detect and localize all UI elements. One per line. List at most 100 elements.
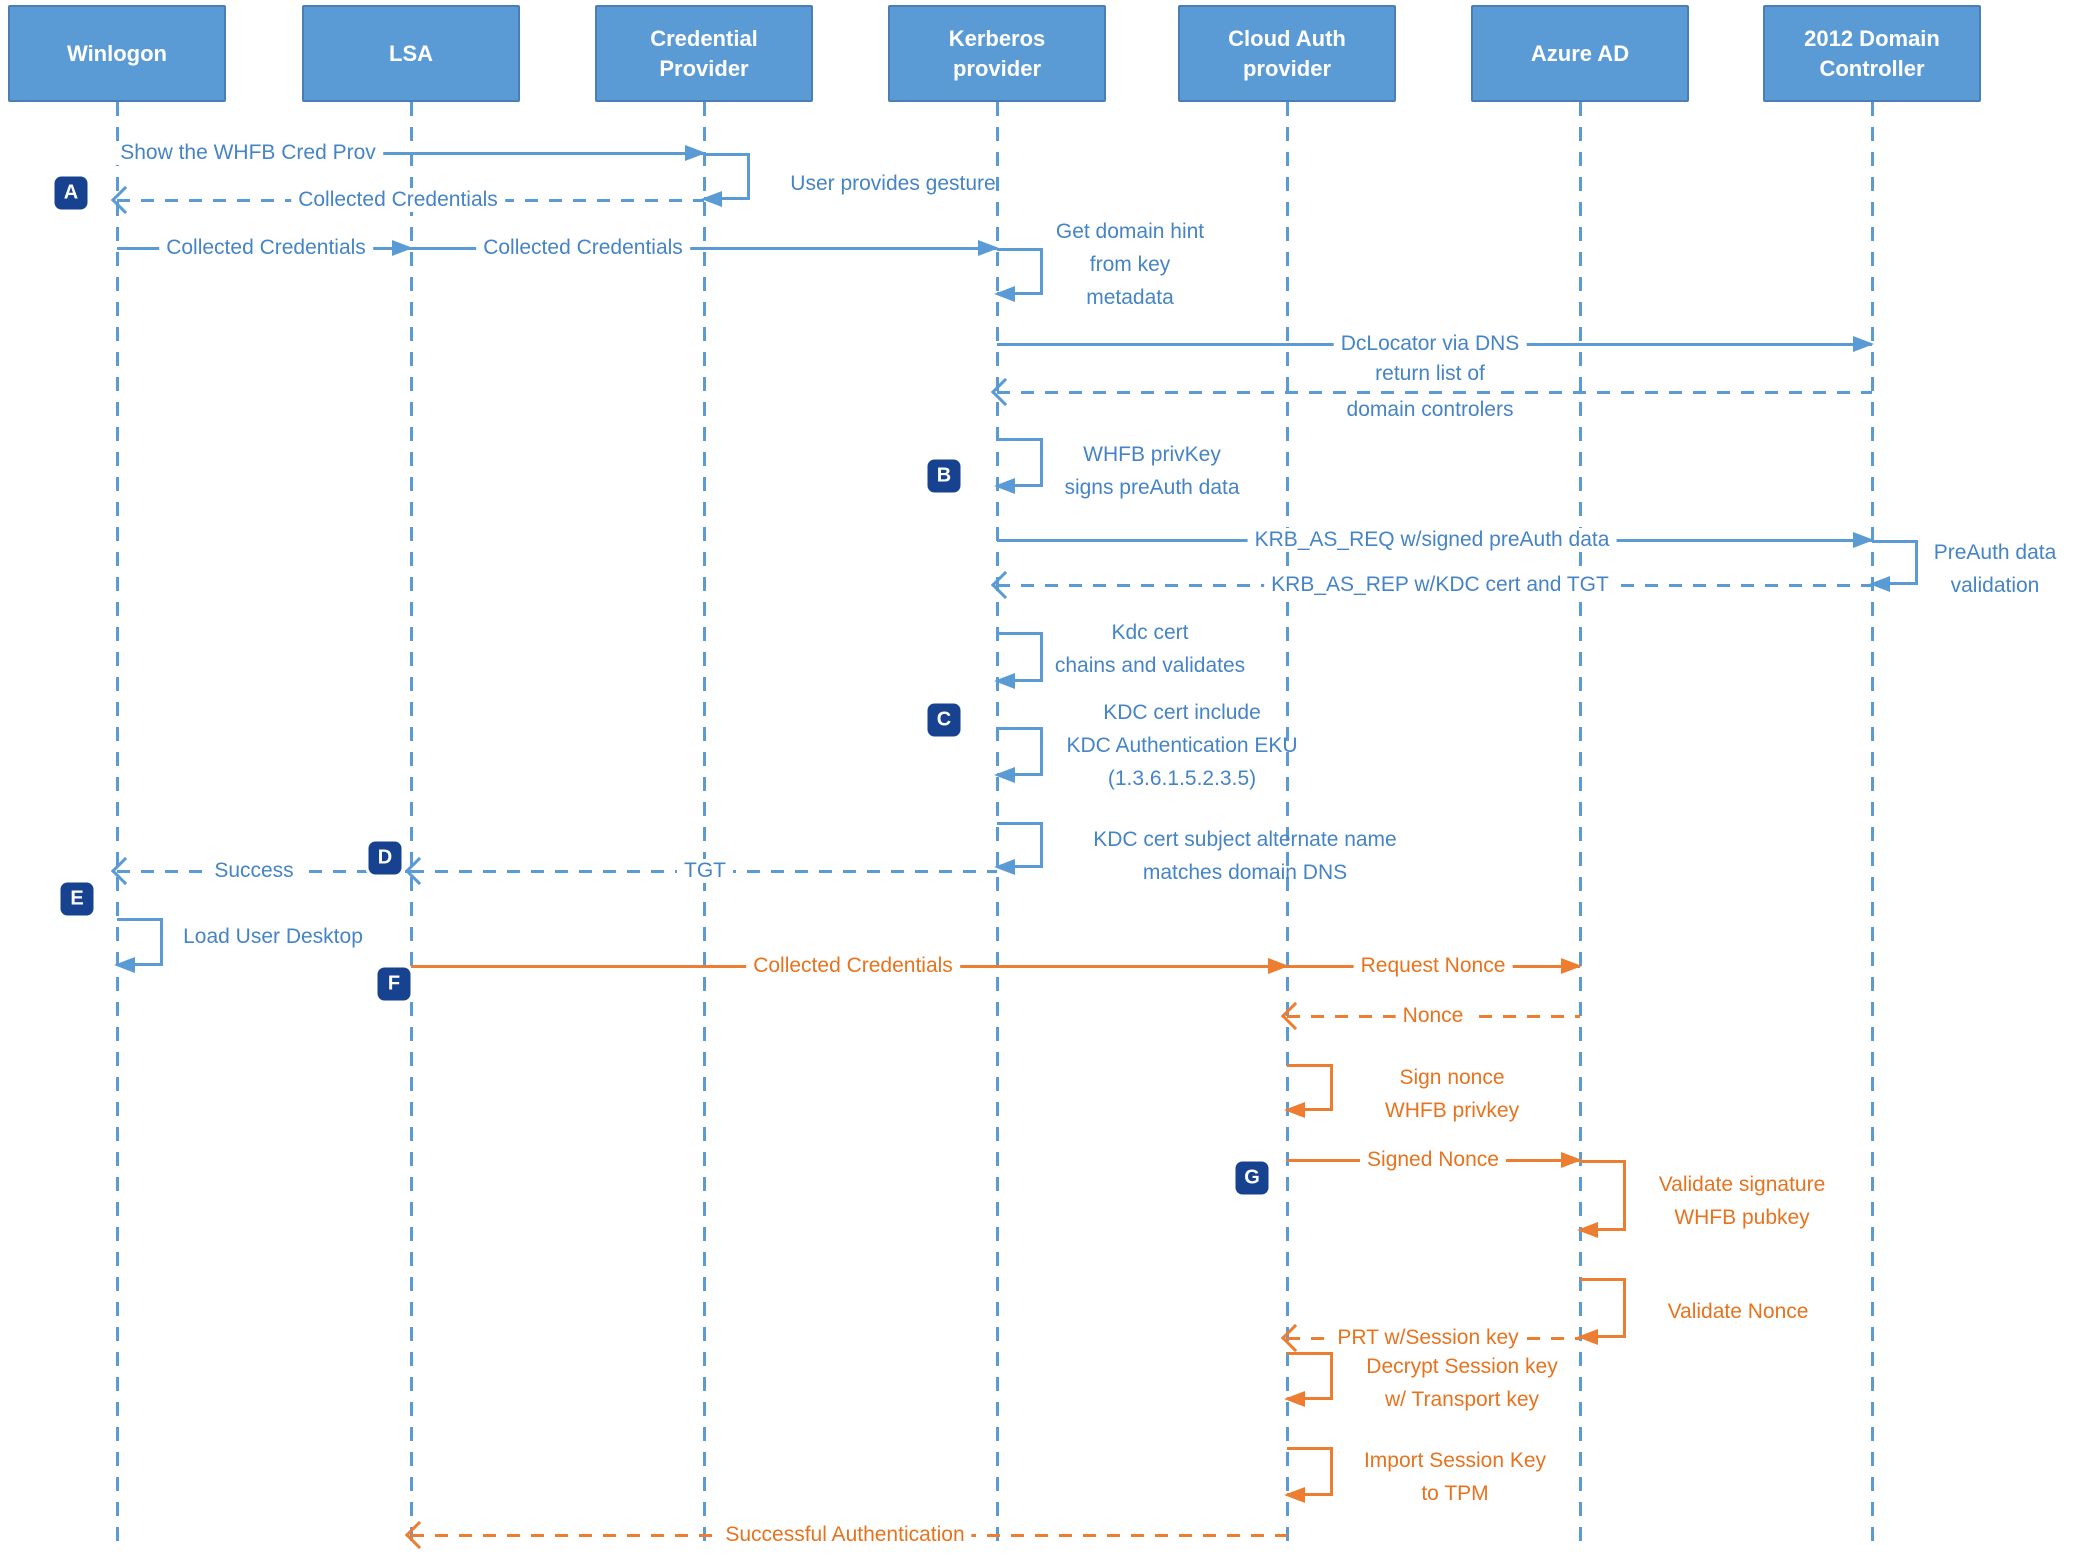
self-message-label: KDC cert include KDC Authentication EKU … [1066,696,1297,795]
self-message-label: Kdc cert chains and validates [1055,616,1245,682]
self-message-import-session-key [1284,1447,1333,1503]
badge-c: C [927,703,961,737]
label-line: Get domain hint [1055,220,1205,243]
message-label: PRT w/Session key [1330,1326,1526,1350]
label-line: metadata [1086,286,1174,309]
arrowhead-left-icon [1284,1102,1305,1118]
badge-e: E [60,882,94,916]
actor-label: Kerberos provider [948,26,1046,81]
message-label: Success [207,859,301,883]
arrowhead-right-icon [1268,958,1289,974]
self-message-kdc-cert-eku [994,727,1043,783]
message-label: DcLocator via DNS [1333,332,1527,356]
arrow-line [411,246,997,250]
message-label: Collected Credentials [746,954,960,978]
self-message-label: Validate signature WHFB pubkey [1659,1168,1826,1234]
arrowhead-left-icon [994,673,1015,689]
badge-label: C [936,708,952,731]
label-line: matches domain DNS [1142,861,1348,884]
message-label: Collected Credentials [159,236,373,260]
self-message-validate-nonce [1577,1278,1626,1345]
label-line: Load User Desktop [183,925,363,948]
arrow-line [117,151,704,155]
actor-label: 2012 Domain Controller [1804,26,1940,81]
actor-label: Azure AD [1530,40,1630,66]
label-line: WHFB privKey [1083,443,1221,466]
self-message-label: Get domain hint from key metadata [1056,215,1204,314]
message-label: Nonce [1395,1004,1471,1028]
arrowhead-left-icon [1869,576,1890,592]
badge-a: A [54,176,88,210]
badge-label: A [63,181,79,204]
arrowhead-left-icon [1577,1329,1598,1345]
arrowhead-right-icon [1561,1152,1582,1168]
label-line: Import Session Key [1363,1449,1547,1472]
actor-label: Cloud Auth provider [1228,26,1346,81]
arrowhead-right-icon [392,240,413,256]
message-label: KRB_AS_REP w/KDC cert and TGT [1264,573,1616,597]
badge-label: B [936,464,952,487]
message-label: KRB_AS_REQ w/signed preAuth data [1247,528,1617,552]
arrowhead-left-icon [994,859,1015,875]
arrowhead-right-icon [978,240,999,256]
badge-g: G [1235,1161,1269,1195]
badge-label: D [377,846,393,869]
message-label: Request Nonce [1353,954,1513,978]
label-line: chains and validates [1054,654,1246,677]
self-message-kdc-cert-san [994,822,1043,875]
label-line: KDC cert subject alternate name [1093,828,1397,851]
label-line: WHFB pubkey [1674,1206,1810,1229]
message-label: Collected Credentials [476,236,690,260]
label-line: Sign nonce [1399,1066,1505,1089]
self-message-label: Sign nonce WHFB privkey [1385,1061,1519,1127]
self-message-label: PreAuth data validation [1934,536,2057,602]
label-line: KDC Authentication EKU [1066,734,1298,757]
label-line: validation [1950,574,2040,597]
label-line: User provides gesture [790,172,996,195]
label-line: Validate Nonce [1667,1300,1809,1323]
lifeline-2012-domain-controller [1871,102,1874,1548]
arrowhead-left-icon [701,191,722,207]
arrowhead-left-icon [994,478,1015,494]
label-line: Decrypt Session key [1366,1355,1558,1378]
actor-winlogon: Winlogon [8,5,226,102]
message-label: Show the WHFB Cred Prov [113,141,383,165]
self-message-label: Import Session Key to TPM [1364,1444,1546,1510]
self-message-label: Load User Desktop [183,920,363,953]
self-message-label: Validate Nonce [1668,1295,1809,1328]
badge-label: E [70,887,84,910]
label-line: w/ Transport key [1384,1388,1540,1411]
arrowhead-left-icon [114,957,135,973]
arrowhead-left-icon [1577,1222,1598,1238]
badge-label: F [387,972,401,995]
self-message-kdc-cert-chains [994,632,1043,689]
arrowhead-right-icon [1853,336,1874,352]
badge-f: F [377,967,411,1001]
actor-kerberos-provider: Kerberos provider [888,5,1106,102]
label-line: PreAuth data [1933,541,2057,564]
message-label: Successful Authentication [718,1523,972,1547]
badge-b: B [927,459,961,493]
self-message-decrypt-session-key [1284,1352,1333,1407]
actor-label: Winlogon [67,40,167,66]
lifeline-kerberos-provider [996,102,999,1548]
actor-azure-ad: Azure AD [1471,5,1689,102]
message-label: return list of [1375,362,1485,385]
lifeline-lsa [410,102,413,1548]
self-message-load-user-desktop [114,918,163,973]
self-message-whfb-privkey-signs [994,438,1043,494]
arrowhead-right-icon [1561,958,1582,974]
arrowhead-left-icon [1284,1391,1305,1407]
message-label: domain controlers [1346,398,1514,421]
badge-d: D [368,841,402,875]
label-line: WHFB privkey [1384,1099,1520,1122]
actor-credential-provider: Credential Provider [595,5,813,102]
label-line: to TPM [1421,1482,1489,1505]
arrowhead-right-icon [1853,532,1874,548]
arrow-line [997,390,1872,394]
self-message-label: Decrypt Session key w/ Transport key [1366,1350,1557,1416]
arrowhead-left-icon [994,767,1015,783]
arrowhead-right-icon [685,145,706,161]
label-line: (1.3.6.1.5.2.3.5) [1107,767,1257,790]
